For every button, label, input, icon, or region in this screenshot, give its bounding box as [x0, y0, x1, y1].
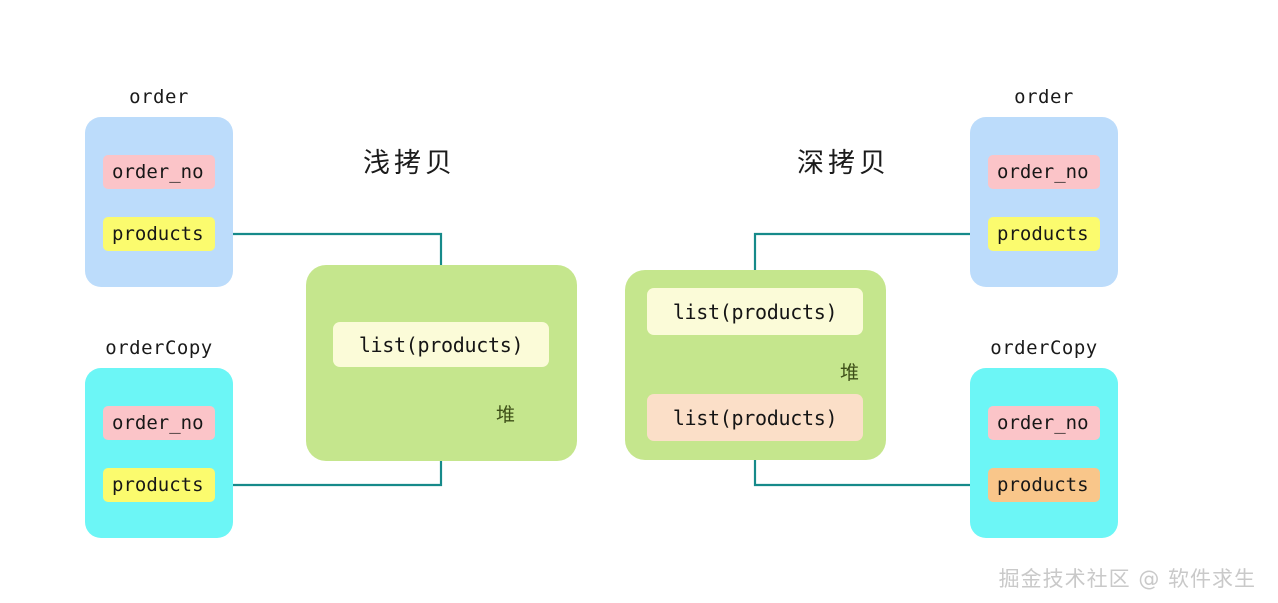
left-heap: list(products) 堆 — [306, 265, 577, 461]
right-order-label: order — [1014, 86, 1074, 108]
right-order-field-products[interactable]: products — [988, 217, 1100, 251]
right-order-box[interactable]: order_no products — [970, 117, 1118, 287]
watermark: 掘金技术社区 @ 软件求生 — [998, 567, 1256, 591]
left-ordercopy-label: orderCopy — [105, 337, 213, 359]
section-title-shallow-copy: 浅拷贝 — [363, 148, 456, 179]
left-ordercopy-box[interactable]: order_no products — [85, 368, 233, 538]
right-order-field-order-no[interactable]: order_no — [988, 155, 1100, 189]
left-order-field-products[interactable]: products — [103, 217, 215, 251]
left-ordercopy-field-order-no[interactable]: order_no — [103, 406, 215, 440]
left-heap-label: 堆 — [496, 404, 516, 426]
left-order-field-order-no[interactable]: order_no — [103, 155, 215, 189]
right-heap-item-list-products-original[interactable]: list(products) — [647, 288, 863, 335]
right-ordercopy-label: orderCopy — [990, 337, 1098, 359]
left-order-box[interactable]: order_no products — [85, 117, 233, 287]
right-ordercopy-field-order-no[interactable]: order_no — [988, 406, 1100, 440]
right-heap: list(products) list(products) 堆 — [625, 270, 886, 460]
right-heap-label: 堆 — [840, 362, 860, 384]
left-ordercopy-field-products[interactable]: products — [103, 468, 215, 502]
right-ordercopy-field-products[interactable]: products — [988, 468, 1100, 502]
left-order-label: order — [129, 86, 189, 108]
section-title-deep-copy: 深拷贝 — [797, 148, 890, 179]
right-ordercopy-box[interactable]: order_no products — [970, 368, 1118, 538]
right-heap-item-list-products-copy[interactable]: list(products) — [647, 394, 863, 441]
left-heap-item-list-products[interactable]: list(products) — [333, 322, 549, 367]
